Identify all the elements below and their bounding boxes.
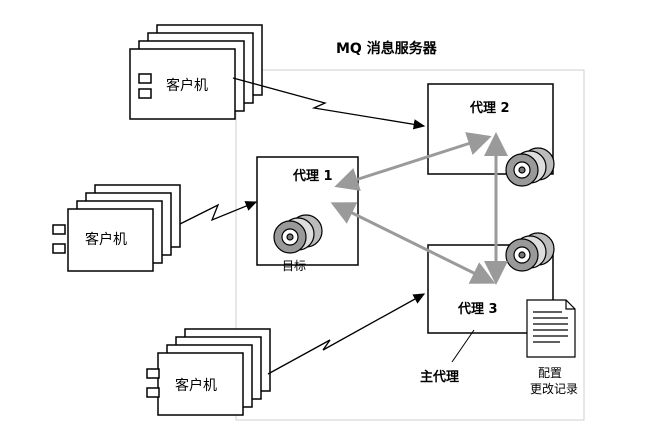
client-stack-bottom (146, 328, 271, 416)
destination-disk-icon-1 (273, 214, 323, 254)
master-broker-label: 主代理 (420, 369, 459, 385)
broker-2-label: 代理 2 (469, 100, 510, 116)
link-broker1-broker2 (334, 132, 492, 191)
connection-middle (179, 201, 258, 225)
client-label: 客户机 (166, 77, 208, 94)
client-connector-icon (146, 368, 160, 379)
client-connector-icon (52, 224, 66, 235)
config-label-line2: 更改记录 (530, 382, 578, 396)
config-document-icon (526, 299, 576, 358)
link-broker1-broker3 (330, 202, 496, 284)
destination-disk-icon-3 (505, 232, 555, 272)
client-label: 客户机 (85, 231, 127, 248)
config-label-line1: 配置 (538, 366, 562, 380)
client-connector-icon (138, 73, 152, 84)
server-title: MQ 消息服务器 (336, 40, 438, 57)
destination-disk-icon-2 (505, 147, 555, 187)
client-stack-middle (52, 184, 181, 272)
master-broker-leader (451, 329, 475, 363)
client-label: 客户机 (175, 377, 217, 394)
client-stack-top (129, 24, 263, 120)
broker-3-label: 代理 3 (457, 301, 498, 317)
connection-top (232, 77, 426, 130)
destination-label: 目标 (282, 259, 306, 273)
mq-server-region (235, 69, 585, 421)
connection-bottom (267, 293, 426, 375)
broker-1-label: 代理 1 (292, 168, 333, 184)
